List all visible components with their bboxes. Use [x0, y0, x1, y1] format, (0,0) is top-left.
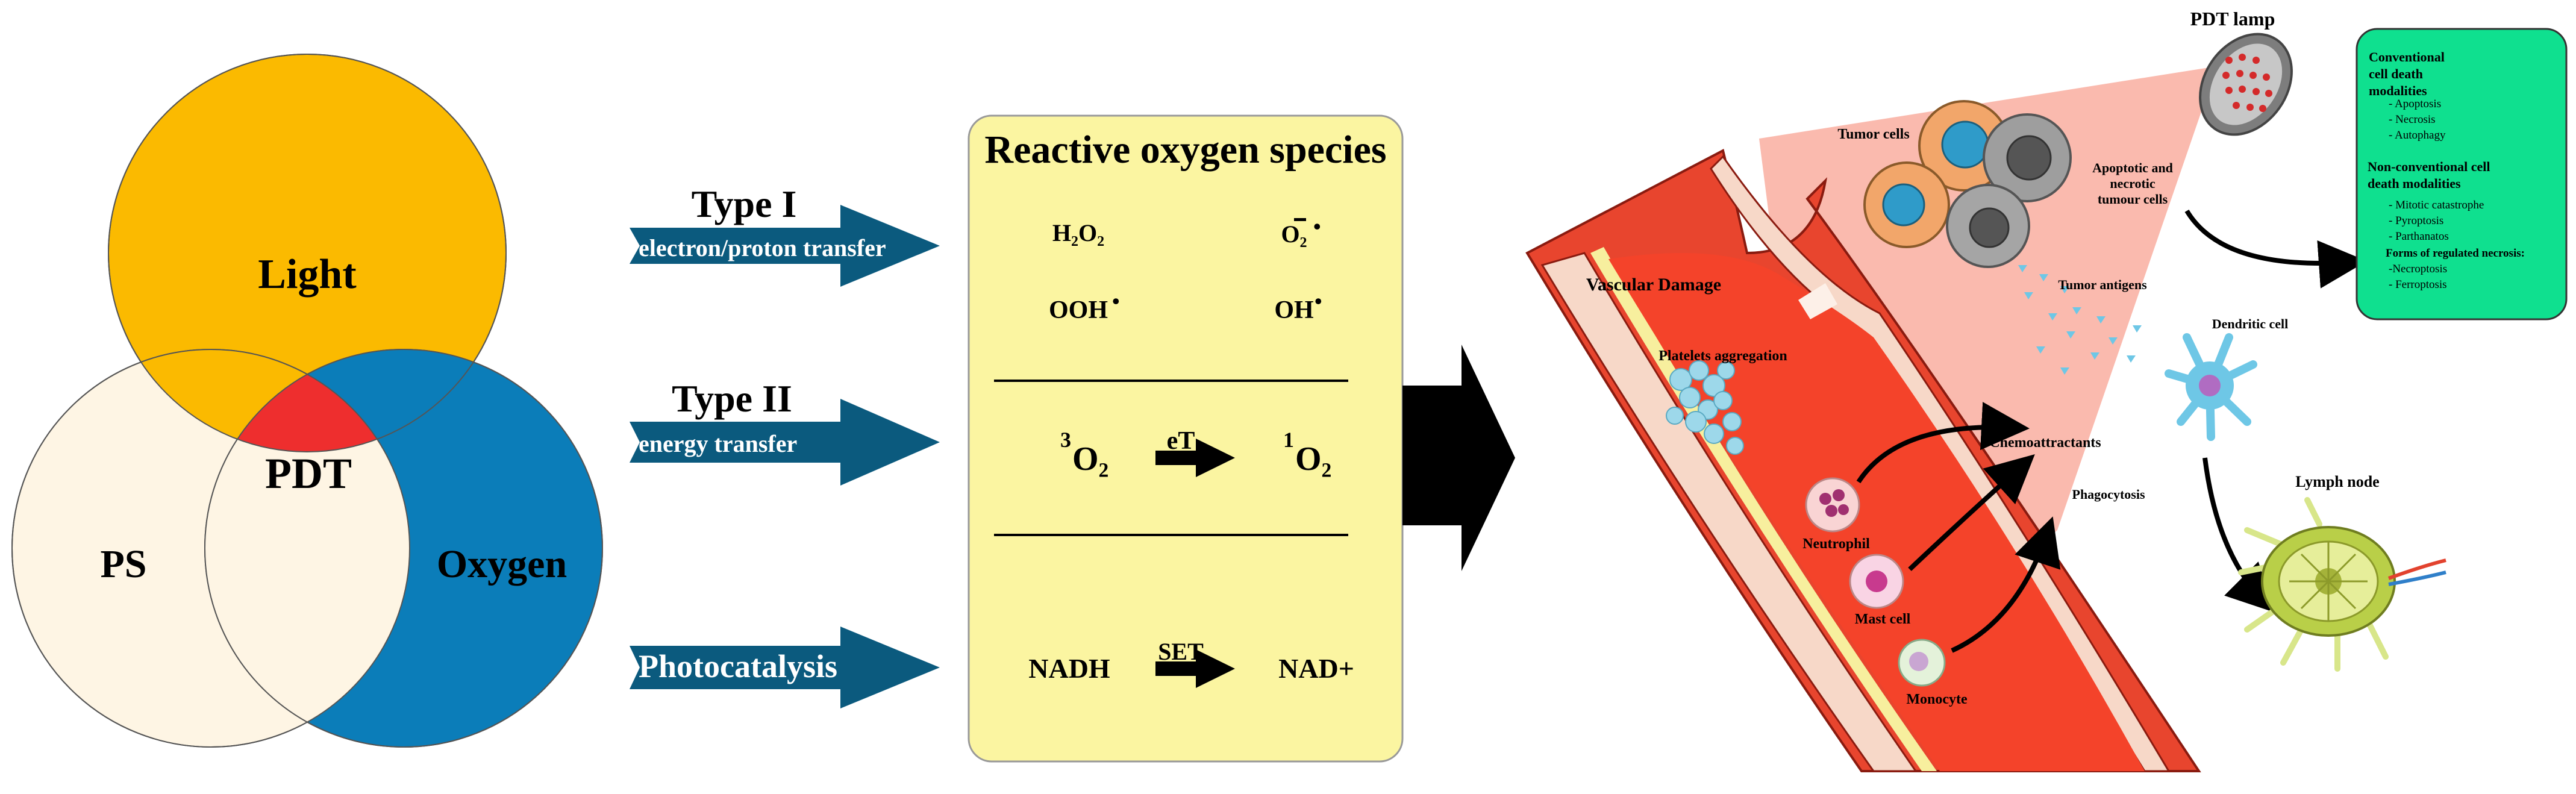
tumor-to-death-arrow: [2184, 209, 2367, 289]
svg-text:O₂: O₂: [1281, 220, 1307, 248]
type-i-arrow: [630, 205, 940, 287]
chemoattractants-label: Chemoattractants: [1989, 435, 2101, 451]
monocyte-cell: [1898, 639, 1946, 687]
svg-text:O₂: O₂: [1072, 440, 1108, 478]
nadh-label: NADH: [1028, 653, 1110, 684]
phagocytosis-label: Phagocytosis: [2072, 487, 2145, 502]
regulated-title: Forms of regulated necrosis:: [2386, 247, 2525, 260]
svg-text:•: •: [1315, 289, 1322, 313]
lymph-node: [2238, 497, 2446, 672]
svg-text:3: 3: [1060, 428, 1071, 452]
venn-ps-label: PS: [100, 542, 146, 586]
pathway-photocatalysis: Photocatalysis: [630, 627, 940, 708]
triplet-oxygen: 3 O₂: [1060, 428, 1108, 478]
tumor-cells-label: Tumor cells: [1837, 127, 1909, 142]
conventional-list: - Apoptosis - Necrosis - Autophagy: [2389, 98, 2446, 142]
regulated-item: - Ferroptosis: [2389, 278, 2447, 291]
pdt-lamp-label: PDT lamp: [2190, 8, 2275, 30]
lymph-node-label: Lymph node: [2295, 473, 2379, 490]
mast-cell-label: Mast cell: [1855, 611, 1911, 627]
venn-center-label: PDT: [265, 449, 352, 498]
platelets-cluster: [1666, 360, 1744, 455]
ros-title: Reactive oxygen species: [984, 128, 1386, 172]
regulated-list: -Necroptosis - Ferroptosis: [2389, 263, 2447, 291]
mast-to-phagocytosis-arrow: [1908, 454, 2035, 571]
conventional-item: - Apoptosis: [2389, 98, 2441, 110]
vascular-gap: [1798, 283, 1837, 319]
dendritic-to-lymph-arrow: [2202, 457, 2275, 613]
type-i-title: Type I: [692, 183, 797, 225]
svg-text:1: 1: [1283, 428, 1294, 452]
chemoattractant-arrow: [1856, 402, 2030, 484]
hydroxyl-label: OH •: [1274, 289, 1322, 324]
singlet-oxygen: 1 O₂: [1283, 428, 1331, 478]
ros-box: Reactive oxygen species H₂O₂ O₂ • OOH • …: [968, 114, 1404, 763]
superoxide-label: O₂ •: [1281, 214, 1321, 248]
neutrophil-label: Neutrophil: [1802, 536, 1870, 552]
et-arrow: [1155, 439, 1235, 477]
tumor-antigens-label: Tumor antigens: [2058, 277, 2147, 292]
type-ii-subtitle: energy transfer: [639, 430, 797, 457]
svg-text:•: •: [1112, 289, 1120, 313]
et-label: eT: [1167, 427, 1195, 455]
tumor-antigens: [2018, 265, 2142, 375]
platelets-label: Platelets aggregation: [1658, 348, 1787, 364]
vascular-damage-label: Vascular Damage: [1586, 275, 1721, 295]
svg-text:O₂: O₂: [1295, 440, 1331, 478]
pathway-type-i: Type I electron/proton transfer: [630, 183, 940, 287]
hydroperoxyl-label: OOH •: [1049, 289, 1120, 324]
cell-death-box-background: [2356, 28, 2568, 320]
monocyte-to-phagocytosis-arrow: [1951, 516, 2061, 653]
neutrophil-cell: [1805, 477, 1860, 533]
h2o2-label: H₂O₂: [1052, 219, 1104, 246]
svg-text:OH: OH: [1274, 296, 1313, 324]
big-right-arrow: [1402, 345, 1515, 571]
nonconventional-item: - Parthanatos: [2389, 230, 2449, 243]
conventional-item: - Autophagy: [2389, 129, 2446, 142]
svg-text:OOH: OOH: [1049, 296, 1108, 324]
vessel-lumen: [1608, 253, 2145, 771]
nonconventional-item: - Mitotic catastrophe: [2389, 199, 2484, 211]
photocatalysis-label: Photocatalysis: [639, 648, 837, 684]
venn-diagram: Light PDT PS Oxygen: [11, 54, 603, 748]
set-arrow: [1155, 649, 1235, 688]
pathway-type-ii: Type II energy transfer: [630, 377, 940, 486]
nad-label: NAD+: [1278, 653, 1354, 684]
monocyte-label: Monocyte: [1906, 692, 1968, 707]
type-i-subtitle: electron/proton transfer: [639, 234, 886, 261]
venn-oxygen-label: Oxygen: [437, 542, 567, 586]
type-ii-arrow: [630, 399, 940, 486]
dendritic-cell-label: Dendritic cell: [2212, 316, 2288, 331]
mast-cell: [1849, 554, 1904, 609]
regulated-item: -Necroptosis: [2389, 263, 2447, 275]
conventional-item: - Necrosis: [2389, 113, 2436, 126]
dendritic-cell: [2165, 333, 2257, 441]
venn-light-label: Light: [258, 251, 356, 298]
nonconventional-item: - Pyroptosis: [2389, 214, 2443, 227]
nonconventional-list: - Mitotic catastrophe - Pyroptosis - Par…: [2389, 199, 2484, 243]
tumor-cells: [1863, 100, 2072, 268]
photocatalysis-arrow: [630, 627, 940, 708]
type-ii-title: Type II: [672, 377, 792, 420]
svg-text:•: •: [1313, 214, 1321, 239]
pdt-lamp: [2199, 33, 2293, 136]
